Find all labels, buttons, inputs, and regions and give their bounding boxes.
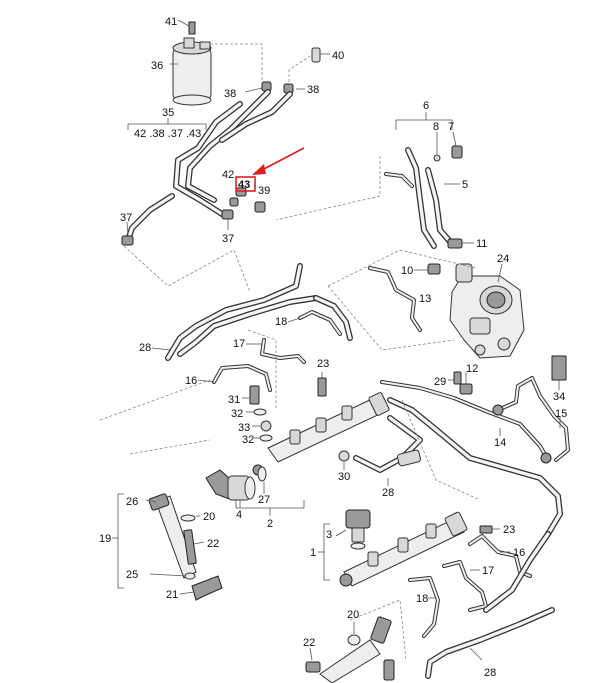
pump-group — [275, 112, 525, 359]
label-16: 16 — [513, 547, 525, 559]
sensor-41 — [188, 21, 196, 35]
label-26: 26 — [126, 496, 138, 508]
label-31: 31 — [228, 394, 240, 406]
injector-lower — [305, 616, 395, 683]
fuel-filter-group — [170, 19, 330, 106]
label-2: 2 — [267, 518, 273, 530]
label-19: 19 — [99, 533, 111, 545]
label-20: 20 — [347, 609, 359, 621]
label-41: 41 — [165, 16, 177, 28]
hose-28-right — [353, 355, 570, 537]
label-32: 32 — [231, 408, 243, 420]
label-4: 4 — [236, 509, 242, 521]
plug-40 — [311, 47, 321, 63]
label-36: 36 — [151, 60, 163, 72]
label-12: 12 — [466, 363, 478, 375]
pressure-regulator-4 — [205, 469, 256, 501]
label-42: 42 — [222, 169, 234, 181]
label-23: 23 — [503, 524, 515, 536]
label-34: 34 — [553, 391, 565, 403]
label-23: 23 — [317, 358, 329, 370]
label-28: 28 — [484, 667, 496, 679]
label-33: 33 — [238, 422, 250, 434]
label-13: 13 — [419, 293, 431, 305]
label-17: 17 — [482, 565, 494, 577]
label-28: 28 — [139, 342, 151, 354]
label-7: 7 — [448, 121, 454, 133]
injector-pipes-upper — [197, 310, 342, 410]
fuel-rail-2 — [205, 372, 390, 516]
label-29: 29 — [434, 376, 446, 388]
hose-28-left — [123, 245, 353, 361]
fuel-rail-1 — [318, 509, 555, 679]
label-35-group: 42 .38 .37 .43 — [134, 128, 201, 140]
label-32: 32 — [242, 434, 254, 446]
label-37: 37 — [222, 233, 234, 245]
label-38: 38 — [307, 84, 319, 96]
label-25: 25 — [126, 569, 138, 581]
high-pressure-pump-24 — [449, 263, 525, 359]
label-11: 11 — [476, 238, 487, 250]
label-38: 38 — [224, 88, 236, 100]
label-22: 22 — [303, 637, 315, 649]
label-8: 8 — [433, 121, 439, 133]
label-14: 14 — [494, 437, 506, 449]
highlight-box-43 — [235, 176, 256, 192]
label-6: 6 — [423, 100, 429, 112]
pressure-sensor-3 — [345, 509, 371, 550]
label-40: 40 — [332, 50, 344, 62]
label-24: 24 — [497, 253, 509, 265]
label-21: 21 — [166, 589, 178, 601]
label-35: 35 — [162, 107, 174, 119]
label-17: 17 — [233, 338, 245, 350]
injector-19 — [99, 379, 223, 601]
label-3: 3 — [326, 529, 332, 541]
label-28: 28 — [382, 487, 394, 499]
label-43-highlighted: 43 — [238, 179, 250, 191]
fuel-filter-canister — [172, 47, 212, 101]
highlight-arrow — [235, 147, 305, 192]
label-37: 37 — [120, 212, 132, 224]
label-20: 20 — [203, 511, 215, 523]
label-18: 18 — [416, 593, 428, 605]
part-labels: 41 40 36 38 38 35 42 .38 .37 .43 6 8 7 5… — [99, 16, 567, 679]
label-18: 18 — [275, 316, 287, 328]
label-22: 22 — [207, 538, 219, 550]
label-5: 5 — [462, 179, 468, 191]
label-16: 16 — [185, 375, 197, 387]
label-10: 10 — [401, 265, 413, 277]
fuel-hoses-35 — [121, 89, 293, 246]
label-27: 27 — [258, 494, 270, 506]
label-39: 39 — [258, 185, 270, 197]
label-15: 15 — [555, 408, 567, 420]
label-1: 1 — [310, 547, 316, 559]
label-30: 30 — [338, 471, 350, 483]
